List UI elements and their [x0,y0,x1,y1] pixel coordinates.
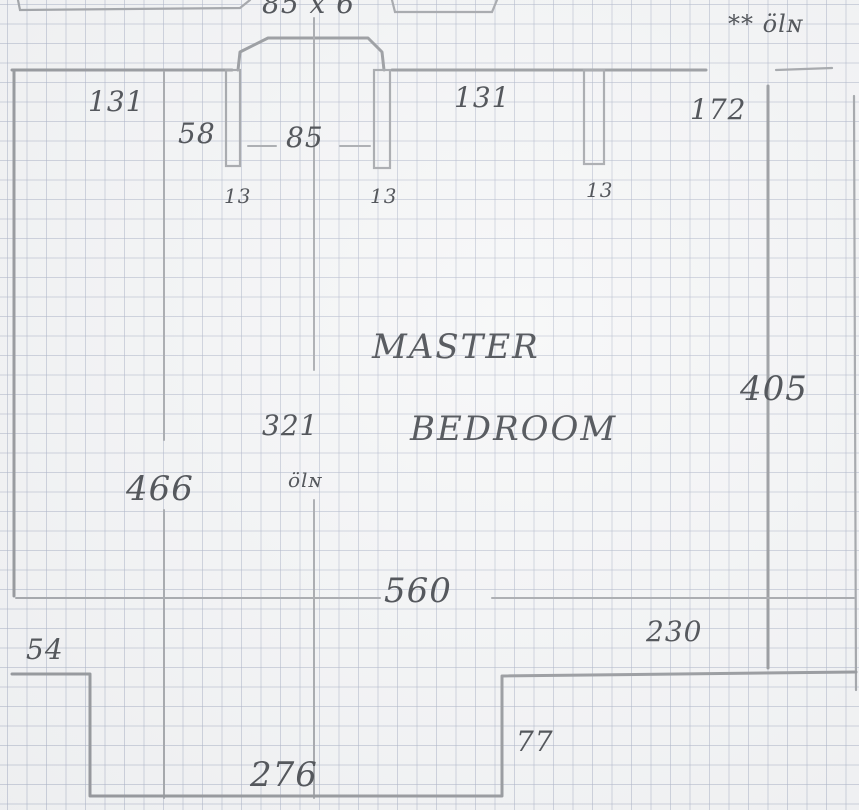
right-edge-wall [852,94,858,692]
alcove-depth-label: 77 [516,725,554,758]
window-depth-label: 58 [178,117,216,150]
room-label-line-1: MASTER [372,327,540,367]
left-step-label: 54 [26,633,64,666]
right-return-label: 230 [646,615,703,648]
center-note-label: ölɴ [288,468,323,492]
top-right-span-label: 131 [454,81,511,114]
window-bay [236,36,386,72]
pillar-mid-label: 13 [370,184,398,208]
pillar-left-label: 13 [224,184,252,208]
pillar-mid [372,68,392,170]
corner-mark: ** ölɴ [728,10,804,38]
pillar-right [582,68,606,166]
top-wall-tail [774,66,834,72]
pillar-left [224,68,242,168]
center-height-label: 321 [262,409,319,442]
room-label-line-2: BEDROOM [410,409,618,449]
pillar-right-label: 13 [586,178,614,202]
top-left-fixture-outline [16,0,252,12]
right-height-label: 405 [740,369,808,409]
alcove-width-label: 276 [250,755,318,795]
left-height-label: 466 [126,469,194,509]
right-top-span-label: 172 [690,93,747,126]
top-left-span-label: 131 [88,85,145,118]
left-step-wall [10,670,858,798]
top-right-fixture-outline [390,0,499,14]
window-width-label: 85 [286,121,324,154]
room-width-label: 560 [384,571,452,611]
top-window-label: 85 x 6 [262,0,356,20]
